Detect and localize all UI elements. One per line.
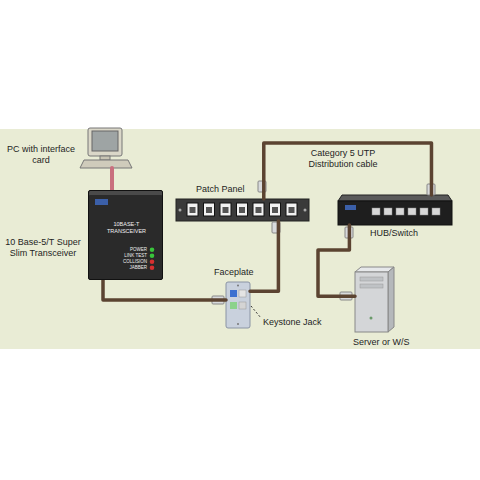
- hub-icon: [408, 208, 416, 215]
- led-label: POWER: [111, 247, 147, 253]
- cable: [103, 280, 226, 300]
- patch-panel-icon: [223, 207, 229, 213]
- pc-icon: [80, 128, 132, 168]
- patch-panel-node: Patch Panel: [176, 199, 309, 221]
- hub-icon: [384, 208, 392, 215]
- led-indicator: [150, 260, 155, 265]
- led-panel: [89, 191, 164, 281]
- led-indicator: [150, 248, 155, 253]
- server-node: Server or W/S: [355, 267, 394, 332]
- device-label: PC with interface card: [4, 144, 78, 166]
- pc-node: PC with interface card: [82, 128, 132, 168]
- patch-panel-icon: [206, 207, 212, 213]
- faceplate-icon: [230, 302, 237, 309]
- patch-panel-icon: [289, 207, 295, 213]
- server-icon: [355, 272, 388, 332]
- faceplate-node: Faceplate: [226, 282, 250, 328]
- device-label: HUB/Switch: [370, 228, 418, 239]
- patch-panel-icon: [304, 209, 307, 212]
- patch-panel-icon: [272, 207, 278, 213]
- patch-panel-icon: [220, 203, 231, 216]
- panel-text: 10BASE-T TRANSCEIVER: [97, 221, 156, 235]
- patch-panel-icon: [187, 203, 198, 216]
- hub-icon: [338, 195, 452, 225]
- faceplate-icon: [226, 282, 250, 328]
- patch-panel-icon: [256, 207, 262, 213]
- patch-panel-icon: [176, 199, 309, 221]
- led-label: JABBER: [111, 265, 147, 271]
- cable: [264, 143, 432, 199]
- hub-icon: [345, 205, 356, 210]
- faceplate-icon: [237, 285, 239, 287]
- pc-icon: [88, 128, 122, 156]
- server-icon: [388, 267, 394, 332]
- hub-icon: [372, 208, 380, 215]
- patch-panel-icon: [239, 207, 245, 213]
- hub-icon: [372, 208, 440, 215]
- device-label: Patch Panel: [196, 184, 245, 195]
- hub-icon: [338, 195, 452, 201]
- faceplate-icon: [226, 282, 250, 328]
- led-indicator: [150, 254, 155, 259]
- patch-panel-icon: [237, 203, 248, 216]
- patch-panel-icon: [176, 199, 309, 221]
- transceiver-box: 10 Base-5/T Super Slim Transceiver10BASE…: [88, 190, 163, 280]
- server-icon: [360, 277, 383, 281]
- patch-panel-icon: [179, 209, 182, 212]
- patch-panel-icon: [286, 203, 297, 216]
- patch-panel-icon: [190, 207, 196, 213]
- server-icon: [355, 267, 394, 332]
- device-label: Faceplate: [214, 267, 254, 278]
- hub-icon: [338, 201, 452, 225]
- hub-icon: [432, 208, 440, 215]
- pc-icon: [92, 131, 118, 151]
- patch-panel-icon: [253, 203, 264, 216]
- callout-label: Keystone Jack: [263, 317, 322, 328]
- leader-line: [251, 306, 261, 318]
- faceplate-icon: [239, 290, 246, 297]
- led-label: COLLISION: [111, 259, 147, 265]
- device-label: 10 Base-5/T Super Slim Transceiver: [3, 237, 83, 259]
- hub-icon: [420, 208, 428, 215]
- cable-label: Category 5 UTP Distribution cable: [298, 148, 388, 170]
- led-label: LINK TEST: [111, 253, 147, 259]
- server-icon: [370, 317, 373, 320]
- device-label: Server or W/S: [353, 337, 410, 348]
- hub-icon: [396, 208, 404, 215]
- cable-plugs: [212, 181, 435, 304]
- patch-panel-icon: [204, 203, 215, 216]
- patch-panel-icon: [270, 203, 281, 216]
- cable: [318, 225, 355, 296]
- brand-logo: [95, 199, 108, 205]
- pc-icon: [100, 156, 110, 160]
- pc-icon: [80, 160, 132, 168]
- cable: [250, 221, 278, 291]
- cable: [110, 168, 114, 190]
- faceplate-icon: [230, 290, 237, 297]
- hub-node: HUB/Switch: [338, 195, 452, 225]
- patch-panel-icon: [187, 203, 297, 216]
- server-icon: [360, 284, 383, 288]
- background-band: [0, 129, 480, 349]
- faceplate-icon: [239, 302, 246, 309]
- led-indicator: [150, 266, 155, 271]
- faceplate-icon: [237, 323, 239, 325]
